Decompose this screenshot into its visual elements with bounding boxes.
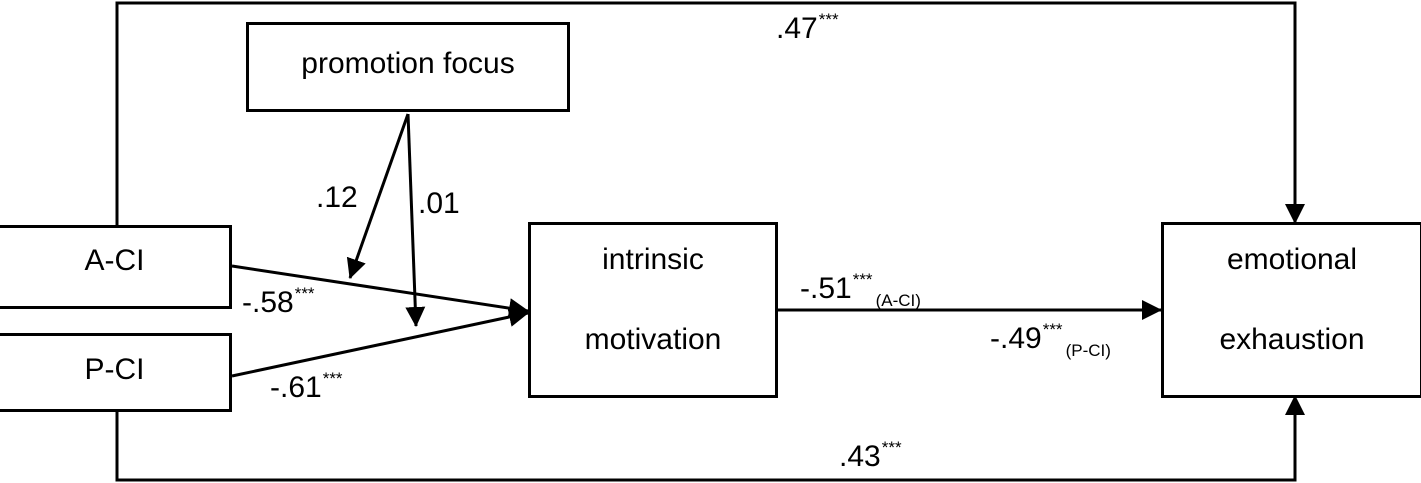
coef-pf-moderates-p-ci-value: .01 (418, 187, 460, 220)
arrow-a-ci-to-intrinsic-motivation (231, 264, 529, 319)
node-a-ci-label: A-CI (84, 244, 145, 277)
node-intrinsic-motivation-line-2: motivation (584, 323, 722, 356)
coef-im-to-ee-a-ci: -.51***(A-CI) (800, 271, 921, 309)
arrow-p-ci-to-emotional-exhaustion (115, 392, 1305, 482)
coef-a-ci-to-ee-value: .47 (776, 12, 818, 45)
node-intrinsic-motivation: intrinsic motivation (528, 222, 778, 398)
node-emotional-exhaustion-line-2: exhaustion (1219, 323, 1365, 356)
coef-pf-moderates-p-ci: .01 (418, 189, 460, 219)
coef-p-ci-to-ee: .43*** (839, 439, 902, 473)
node-promotion-focus-label: promotion focus (301, 47, 515, 80)
coef-im-to-ee-p-ci-group: (P-CI) (1065, 341, 1111, 360)
coef-a-ci-to-im-sig: *** (294, 284, 315, 303)
node-promotion-focus: promotion focus (246, 22, 570, 112)
coef-pf-moderates-a-ci-value: .12 (316, 181, 358, 214)
coef-a-ci-to-im: -.58*** (242, 285, 315, 319)
coef-p-ci-to-im-value: -.61 (270, 371, 322, 404)
coef-im-to-ee-a-ci-value: -.51 (800, 272, 852, 305)
node-a-ci: A-CI (0, 225, 232, 309)
arrow-p-ci-to-intrinsic-motivation (231, 307, 529, 378)
arrow-promotion-focus-to-a-ci-path (346, 113, 410, 279)
coef-im-to-ee-p-ci-sig: *** (1042, 320, 1063, 339)
coef-p-ci-to-ee-value: .43 (839, 440, 881, 473)
coef-a-ci-to-ee-sig: *** (818, 10, 839, 29)
coef-pf-moderates-a-ci: .12 (316, 183, 358, 213)
arrow-promotion-focus-to-p-ci-path (405, 113, 426, 327)
coef-im-to-ee-a-ci-sig: *** (852, 270, 873, 289)
node-p-ci: P-CI (0, 333, 232, 412)
coef-p-ci-to-im: -.61*** (270, 370, 343, 404)
arrow-a-ci-to-emotional-exhaustion (115, 1, 1305, 225)
coef-p-ci-to-ee-sig: *** (881, 438, 902, 457)
node-p-ci-label: P-CI (84, 353, 145, 386)
coef-a-ci-to-ee: .47*** (776, 11, 839, 45)
coef-im-to-ee-a-ci-group: (A-CI) (875, 291, 921, 310)
coef-p-ci-to-im-sig: *** (322, 369, 343, 388)
node-intrinsic-motivation-line-1: intrinsic (602, 243, 704, 276)
node-emotional-exhaustion-line-1: emotional (1226, 243, 1358, 276)
coef-im-to-ee-p-ci: -.49***(P-CI) (990, 321, 1111, 359)
node-emotional-exhaustion: emotional exhaustion (1161, 222, 1421, 398)
coef-a-ci-to-im-value: -.58 (242, 286, 294, 319)
coef-im-to-ee-p-ci-value: -.49 (990, 322, 1042, 355)
